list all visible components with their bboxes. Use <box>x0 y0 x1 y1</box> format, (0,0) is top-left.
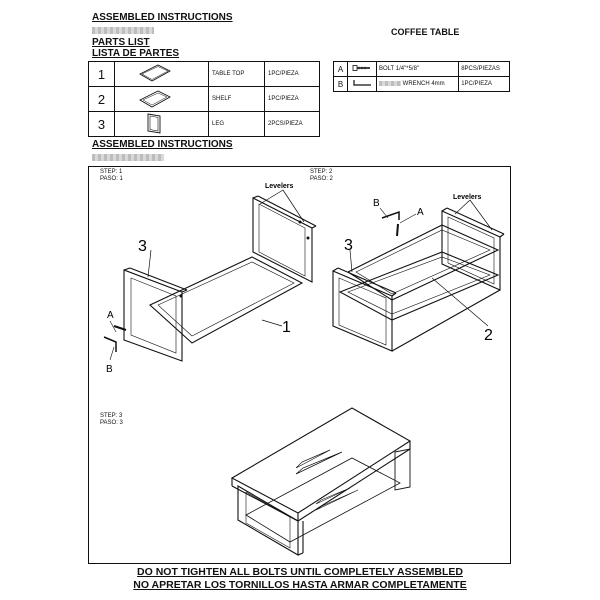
part-name: LEG <box>208 111 265 137</box>
part-number: 3 <box>88 111 115 137</box>
warning-en: DO NOT TIGHTEN ALL BOLTS UNTIL COMPLETEL… <box>137 566 463 578</box>
table-row: A BOLT 1/4"*5/8" 8PCS/PIEZAS <box>333 61 510 77</box>
instructions-title: ASSEMBLED INSTRUCTIONS <box>92 12 233 23</box>
wrench-callout: B <box>106 364 113 375</box>
wrench-callout: B <box>373 198 380 209</box>
part-3-callout: 3 <box>344 237 353 254</box>
hardware-table: A BOLT 1/4"*5/8" 8PCS/PIEZAS B WRENCH 4m… <box>333 61 510 92</box>
parts-list-title: PARTS LIST <box>92 37 150 48</box>
part-2-callout: 2 <box>484 327 493 344</box>
section-title: ASSEMBLED INSTRUCTIONS <box>92 139 233 150</box>
part-3-callout: 3 <box>138 238 147 255</box>
parts-list-title-es: LISTA DE PARTES <box>92 48 180 59</box>
instructions-frame <box>88 166 511 564</box>
redacted-text <box>92 27 154 34</box>
bolt-callout: A <box>107 310 114 321</box>
part-1-callout: 1 <box>282 319 291 336</box>
warning-es: NO APRETAR LOS TORNILLOS HASTA ARMAR COM… <box>133 579 467 591</box>
parts-table: 1 TABLE TOP 1PC/PIEZA 2 SHELF 1PC/PIEZA … <box>88 61 320 137</box>
hardware-qty: 1PC/PIEZA <box>458 76 510 92</box>
levelers-label: Levelers <box>265 183 294 190</box>
bolt-callout: A <box>417 207 424 218</box>
part-qty: 2PCS/PIEZA <box>264 111 320 137</box>
hardware-letter: B <box>333 76 348 92</box>
product-name: COFFEE TABLE <box>391 27 460 37</box>
table-row: 3 LEG 2PCS/PIEZA <box>88 111 320 137</box>
shelf-icon <box>114 86 209 112</box>
table-top-icon <box>114 61 209 87</box>
table-row: B WRENCH 4mm 1PC/PIEZA <box>333 76 510 92</box>
redacted-text <box>92 154 164 161</box>
hardware-name: WRENCH 4mm <box>375 76 460 92</box>
levelers-label: Levelers <box>453 194 482 201</box>
part-qty: 1PC/PIEZA <box>264 86 320 112</box>
